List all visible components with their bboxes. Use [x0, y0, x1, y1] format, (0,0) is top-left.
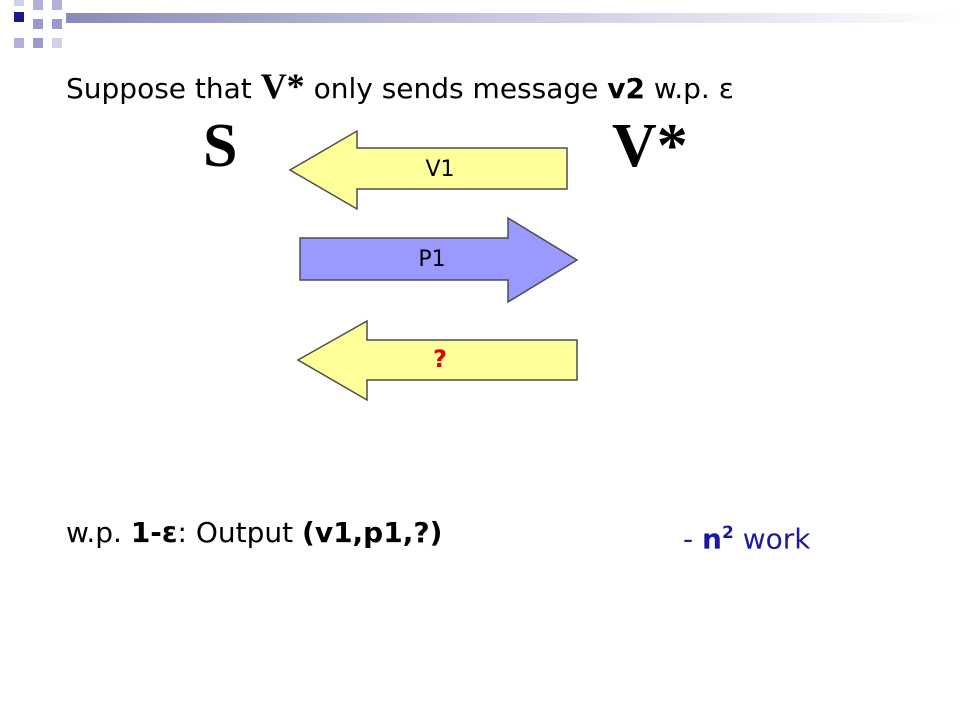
- output-prefix: w.p.: [66, 516, 131, 549]
- corner-decoration: [14, 0, 956, 48]
- title-message: v2: [607, 72, 646, 105]
- slide-title: Suppose that V* only sends message v2 w.…: [66, 64, 734, 111]
- arrow-p1-label: P1: [418, 247, 446, 272]
- arrow-v1-label: V1: [425, 157, 455, 182]
- title-middle: only sends message: [304, 72, 608, 105]
- decor-square: [33, 38, 43, 48]
- title-epsilon: ε: [718, 72, 734, 105]
- title-variable: V*: [260, 66, 305, 106]
- decor-square: [52, 19, 62, 29]
- work-suffix: work: [733, 522, 811, 556]
- output-tuple: (v1,p1,?): [302, 516, 443, 549]
- decor-square: [52, 38, 62, 48]
- decor-square: [14, 38, 24, 48]
- arrow-question-left: [296, 319, 578, 402]
- output-middle: : Output: [177, 516, 303, 549]
- party-verifier: V*: [612, 112, 688, 180]
- work-n: n: [702, 522, 722, 556]
- arrow-v1-left: [288, 129, 568, 211]
- decor-square: [52, 0, 62, 10]
- output-prob: 1-: [130, 516, 162, 549]
- party-simulator: S: [203, 112, 238, 180]
- decor-square: [14, 12, 24, 22]
- decor-square: [33, 19, 43, 29]
- title-suffix: w.p.: [645, 72, 719, 105]
- work-exponent: 2: [721, 523, 734, 543]
- arrow-p1-right: [299, 216, 579, 304]
- arrow-question-label: ?: [433, 345, 447, 373]
- output-epsilon: ε: [161, 516, 178, 549]
- decor-square: [33, 0, 43, 10]
- header-gradient-bar: [66, 13, 956, 23]
- work-dash: -: [683, 522, 703, 556]
- output-line: w.p. 1-ε: Output (v1,p1,?): [66, 515, 442, 551]
- decor-square: [14, 0, 24, 6]
- title-prefix: Suppose that: [66, 72, 261, 105]
- work-line: - n2 work: [683, 515, 810, 557]
